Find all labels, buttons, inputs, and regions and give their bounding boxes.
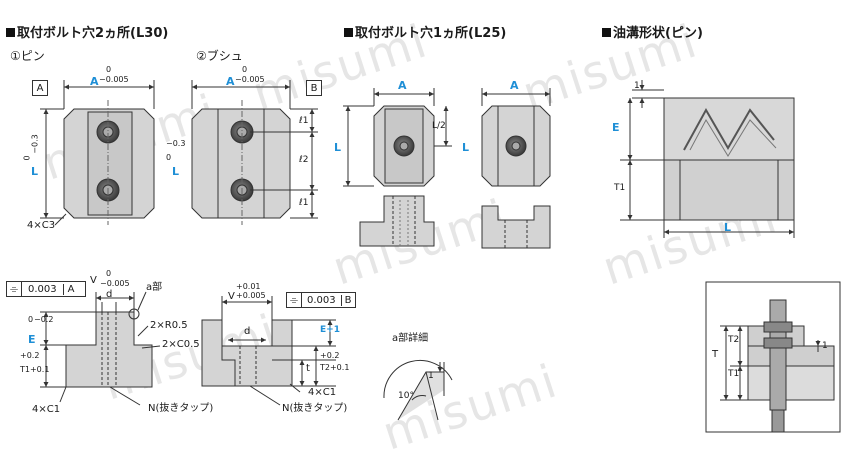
assembly-view — [705, 281, 841, 433]
dim-detail-one: 1 — [428, 371, 434, 381]
dim-chamfer-c3: 4×C3 — [27, 220, 56, 231]
dim-t1-plus: +0.2 — [20, 351, 40, 360]
flatness-datum-pin: A — [67, 283, 75, 295]
dim-c1-pin: 4×C1 — [32, 404, 61, 415]
datum-a-label: A — [36, 82, 44, 94]
dim-groove-e: E — [612, 121, 620, 134]
dim-a-l25-pin: A — [398, 79, 407, 92]
dim-e-pin-zero: 0 — [28, 315, 34, 324]
dim-v-bush: V — [228, 291, 235, 302]
l25-pin-side-view — [359, 195, 435, 247]
dim-a-pin-zero: 0 — [106, 65, 112, 74]
flatness-box-bush: ⌯ 0.003 B — [286, 292, 356, 308]
flatness-value-pin: 0.003 — [22, 283, 64, 295]
flatness-box-pin: ⌯ 0.003 A — [6, 281, 86, 297]
pin-side-view — [40, 291, 161, 406]
dim-a-bush-zero: 0 — [242, 65, 248, 74]
label-n-tap-pin: N(抜きタップ) — [148, 403, 214, 414]
dim-detail-angle: 10° — [398, 391, 414, 401]
dim-l-l25-bush: L — [462, 141, 470, 154]
dim-t2-tol: +0.2 — [320, 351, 340, 360]
datum-a-box: A — [32, 80, 48, 96]
header-text-l30: 取付ボルト穴2ヵ所(L30) — [17, 26, 169, 41]
section-header-l30: 取付ボルト穴2ヵ所(L30) — [6, 27, 168, 40]
dim-l-bush: L — [172, 165, 180, 178]
dim-groove-t1: T1 — [614, 183, 626, 193]
dim-l1-top: ℓ1 — [299, 116, 309, 126]
dim-d-pin: d — [106, 289, 113, 300]
flatness-value-bush: 0.003 — [302, 294, 342, 306]
dim-v-bush-tol-bot: +0.005 — [236, 291, 266, 300]
header-text-l25: 取付ボルト穴1ヵ所(L25) — [355, 26, 507, 41]
flatness-datum-bush: B — [344, 294, 352, 306]
flatness-icon: ⌯ — [287, 293, 302, 307]
dim-v-bush-tol-top: +0.01 — [236, 282, 261, 291]
dim-assembly-t: T — [712, 349, 719, 360]
dim-l2: ℓ2 — [299, 155, 309, 165]
pin-top-view — [40, 80, 155, 226]
dim-a-l25-bush: A — [510, 79, 519, 92]
a-detail-view — [383, 359, 453, 421]
datum-b-box: B — [306, 80, 322, 96]
label-a-part: a部 — [146, 282, 163, 293]
dim-assembly-t2: T2 — [728, 335, 740, 345]
dim-v-pin-tol: −0.005 — [100, 279, 130, 288]
dim-t-bush: t — [306, 363, 310, 374]
datum-b-label: B — [310, 82, 318, 94]
dim-c1-bush: 4×C1 — [308, 387, 337, 398]
dim-t2-base: T2+0.1 — [320, 363, 350, 372]
section-header-l25: 取付ボルト穴1ヵ所(L25) — [344, 27, 506, 40]
dim-a-pin-tol: −0.005 — [99, 75, 129, 84]
dim-groove-l: L — [724, 221, 732, 234]
dim-l1-bottom: ℓ1 — [299, 198, 309, 208]
flatness-icon: ⌯ — [7, 282, 22, 296]
bush-side-view — [201, 296, 336, 406]
dim-l-bush-tol: −0.3 — [166, 139, 186, 148]
technical-drawing — [40, 80, 841, 433]
dim-c05: 2×C0.5 — [162, 339, 200, 350]
dim-a-bush-tol: −0.005 — [235, 75, 265, 84]
label-n-tap-bush: N(抜きタップ) — [282, 403, 348, 414]
dim-l-pin-zero: 0 — [22, 155, 32, 161]
bush-top-view — [191, 80, 318, 225]
dim-l-half: L/2 — [432, 121, 446, 131]
section-header-groove: 油溝形状(ピン) — [602, 27, 703, 40]
dim-a-bush: A — [226, 75, 235, 88]
label-a-detail: a部詳細 — [392, 333, 429, 344]
oil-groove-view — [620, 80, 795, 238]
dim-v-pin: V — [90, 275, 97, 286]
dim-l-bush-zero: 0 — [166, 153, 172, 162]
dim-e-pin: E — [28, 333, 36, 346]
dim-t1-base: T1+0.1 — [20, 365, 50, 374]
subhead-bush: ②ブシュ — [196, 49, 243, 63]
dim-e-pin-tol: −0.2 — [34, 315, 54, 324]
dim-groove-one: 1 — [634, 81, 640, 91]
dim-assembly-one: 1 — [822, 341, 828, 351]
dim-r05: 2×R0.5 — [150, 320, 188, 331]
dim-d-bush: d — [244, 326, 251, 337]
dim-l-pin-tol: −0.3 — [30, 134, 40, 154]
dim-e-plus-bush: E+1 — [320, 325, 340, 335]
l25-bush-top-view — [481, 88, 551, 187]
subhead-pin: ①ピン — [10, 49, 45, 63]
dim-v-pin-zero: 0 — [106, 269, 112, 278]
dim-a-pin: A — [90, 75, 99, 88]
header-text-groove: 油溝形状(ピン) — [613, 26, 703, 41]
dim-l-pin: L — [31, 165, 39, 178]
dim-l-l25: L — [334, 141, 342, 154]
l25-bush-side-view — [481, 205, 551, 249]
dim-assembly-t1: T1 — [728, 369, 740, 379]
l25-pin-top-view — [343, 88, 452, 187]
